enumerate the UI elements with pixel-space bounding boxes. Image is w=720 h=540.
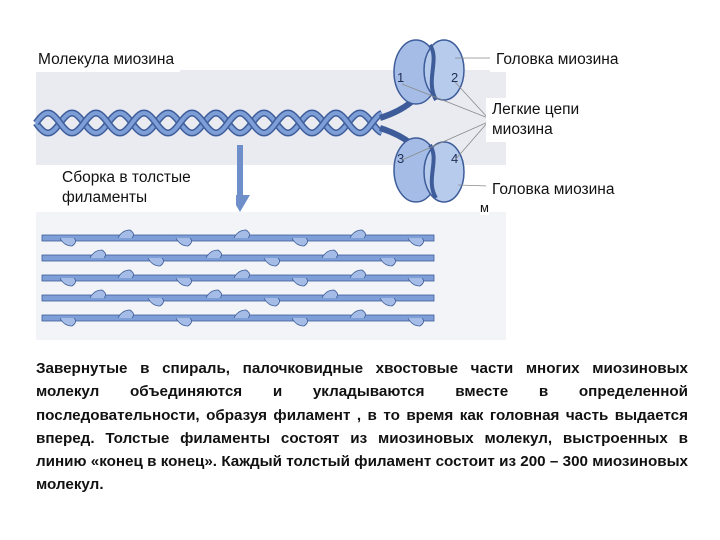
filament-myosin-head [117, 309, 134, 319]
filament-myosin-head [117, 229, 134, 239]
filament-myosin-head [321, 249, 338, 259]
filament-myosin-head [291, 317, 308, 327]
filament-myosin-head [59, 317, 76, 327]
filament-myosin-head [233, 269, 250, 279]
label-myosin-head-top: Головка миозина [490, 48, 625, 72]
filament-myosin-head [89, 249, 106, 259]
filament-myosin-head [349, 229, 366, 239]
filament-strand [41, 254, 435, 262]
filament-myosin-head [233, 309, 250, 319]
filament-myosin-head [349, 309, 366, 319]
leader-lines [401, 57, 492, 187]
filament-myosin-head [349, 269, 366, 279]
thick-filament-assembly [41, 229, 435, 327]
filament-myosin-head [407, 237, 424, 247]
filament-myosin-head [407, 317, 424, 327]
filament-myosin-head [205, 289, 222, 299]
myosin-head-upper [393, 39, 465, 105]
label-assembly: Сборка в толстые филаменты [58, 166, 236, 210]
head-number-4: 4 [451, 151, 458, 166]
tail-strand [34, 110, 383, 136]
caption-text: Завернутые в спираль, палочковидные хвос… [36, 360, 688, 494]
filament-myosin-head [379, 297, 396, 307]
filament-myosin-head [147, 297, 164, 307]
filament-myosin-head [117, 269, 134, 279]
filament-myosin-head [89, 289, 106, 299]
filament-myosin-head [379, 257, 396, 267]
filament-myosin-head [263, 257, 280, 267]
label-light-chains: Легкие цепи миозина [486, 98, 618, 142]
label-myosin-molecule: Молекула миозина [36, 48, 181, 72]
filament-strand [41, 294, 435, 302]
head-number-1: 1 [397, 70, 404, 85]
filament-myosin-head [59, 237, 76, 247]
filament-myosin-head [291, 237, 308, 247]
filament-myosin-head [147, 257, 164, 267]
filament-myosin-head [205, 249, 222, 259]
filament-myosin-head [407, 277, 424, 287]
filament-myosin-head [175, 277, 192, 287]
filament-myosin-head [233, 229, 250, 239]
filament-myosin-head [263, 297, 280, 307]
filament-myosin-head [175, 317, 192, 327]
filament-myosin-head [59, 277, 76, 287]
filament-myosin-head [291, 277, 308, 287]
head-number-3: 3 [397, 151, 404, 166]
head-number-2: 2 [451, 70, 458, 85]
myosin-tail-coil [33, 109, 384, 137]
filament-myosin-head [175, 237, 192, 247]
myosin-head-lower [393, 137, 465, 203]
filament-myosin-head [321, 289, 338, 299]
myosin-diagram: 1 2 3 4 [33, 39, 506, 340]
label-myosin-head-bottom: Головка миозина [486, 178, 621, 202]
label-stray-letter: м [480, 200, 489, 215]
